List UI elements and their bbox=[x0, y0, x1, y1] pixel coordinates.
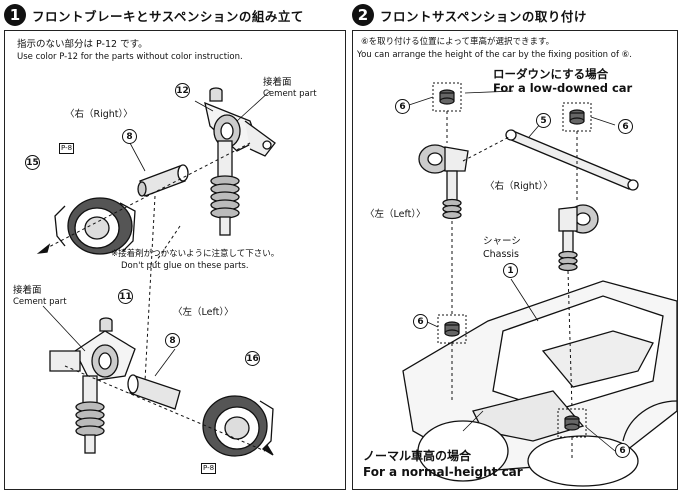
color-note-en: Use color P-12 for the parts without col… bbox=[17, 52, 243, 62]
part-number-8-bottom: 8 bbox=[165, 333, 180, 348]
step-2-header: 2 フロントサスペンションの取り付け bbox=[352, 3, 587, 27]
color-note-jp: 指示のない部分は P-12 です。 bbox=[17, 39, 148, 50]
color-code-chip: P-8 bbox=[201, 463, 217, 474]
spacer-collars bbox=[439, 89, 585, 431]
right-hub-assembly bbox=[558, 204, 599, 272]
step-number: 1 bbox=[4, 4, 26, 26]
left-side-label: 〈左（Left）〉 bbox=[173, 307, 234, 318]
step-number: 2 bbox=[352, 4, 374, 26]
cement-label-jp-top: 接着面 bbox=[263, 77, 292, 88]
height-instruction-jp: ⑥を取り付ける位置によって車高が選択できます。 bbox=[361, 37, 555, 47]
color-code-label: P-8 bbox=[59, 143, 75, 154]
cement-label-en-top: Cement part bbox=[263, 89, 317, 99]
part-number-6-lowdown-left: 6 bbox=[395, 99, 410, 114]
chassis-label-en: Chassis bbox=[483, 249, 519, 260]
lowdown-label-jp: ローダウンにする場合 bbox=[493, 67, 609, 81]
step-1-header: 1 フロントブレーキとサスペンションの組み立て bbox=[4, 3, 304, 27]
normal-height-label-en: For a normal-height car bbox=[363, 465, 523, 479]
lower-shaft-part bbox=[127, 374, 181, 410]
lower-brake-disc bbox=[202, 395, 274, 457]
step-title: フロントサスペンションの取り付け bbox=[380, 8, 587, 24]
step-title: フロントブレーキとサスペンションの組み立て bbox=[32, 8, 304, 24]
lowdown-label-en: For a low-downed car bbox=[493, 81, 633, 95]
glue-warning-jp: ※接着剤がつかないように注意して下さい。 bbox=[111, 249, 280, 259]
part-number-12: 12 bbox=[175, 83, 190, 98]
part-number-15: 15 bbox=[25, 155, 40, 170]
chassis-label-jp: シャーシ bbox=[483, 236, 521, 247]
part-number-1: 1 bbox=[503, 263, 518, 278]
color-code-label-bottom: P-8 bbox=[201, 463, 217, 474]
height-instruction-en: You can arrange the height of the car by… bbox=[357, 50, 632, 60]
brake-suspension-drawing bbox=[36, 87, 276, 457]
left-side-label: 〈左（Left）〉 bbox=[365, 209, 426, 220]
tie-rod bbox=[505, 129, 639, 191]
suspension-mounting-drawing bbox=[402, 82, 677, 487]
color-code-chip: P-8 bbox=[59, 143, 75, 154]
part-number-6-normal-left: 6 bbox=[413, 314, 428, 329]
part-number-11: 11 bbox=[118, 289, 133, 304]
glue-warning-en: Don't put glue on these parts. bbox=[121, 261, 249, 271]
suspension-mounting-panel: ⑥を取り付ける位置によって車高が選択できます。 You can arrange … bbox=[352, 30, 678, 490]
upper-brake-disc bbox=[54, 197, 136, 255]
part-number-6-lowdown-right: 6 bbox=[618, 119, 633, 134]
cement-label-jp-bottom: 接着面 bbox=[13, 285, 42, 296]
left-hub-assembly bbox=[418, 144, 469, 220]
right-side-label: 〈右（Right）〉 bbox=[65, 109, 133, 120]
part-number-6-normal-right: 6 bbox=[615, 443, 630, 458]
normal-height-label-jp: ノーマル車高の場合 bbox=[363, 449, 472, 463]
upper-suspension-assembly bbox=[204, 87, 276, 236]
lower-suspension-assembly bbox=[49, 317, 136, 454]
part-number-16: 16 bbox=[245, 351, 260, 366]
part-number-8-top: 8 bbox=[122, 129, 137, 144]
right-side-label: 〈右（Right）〉 bbox=[485, 181, 553, 192]
brake-suspension-panel: 指示のない部分は P-12 です。 Use color P-12 for the… bbox=[4, 30, 346, 490]
cement-label-en-bottom: Cement part bbox=[13, 297, 67, 307]
upper-shaft-part bbox=[137, 164, 189, 197]
part-number-5: 5 bbox=[536, 113, 551, 128]
